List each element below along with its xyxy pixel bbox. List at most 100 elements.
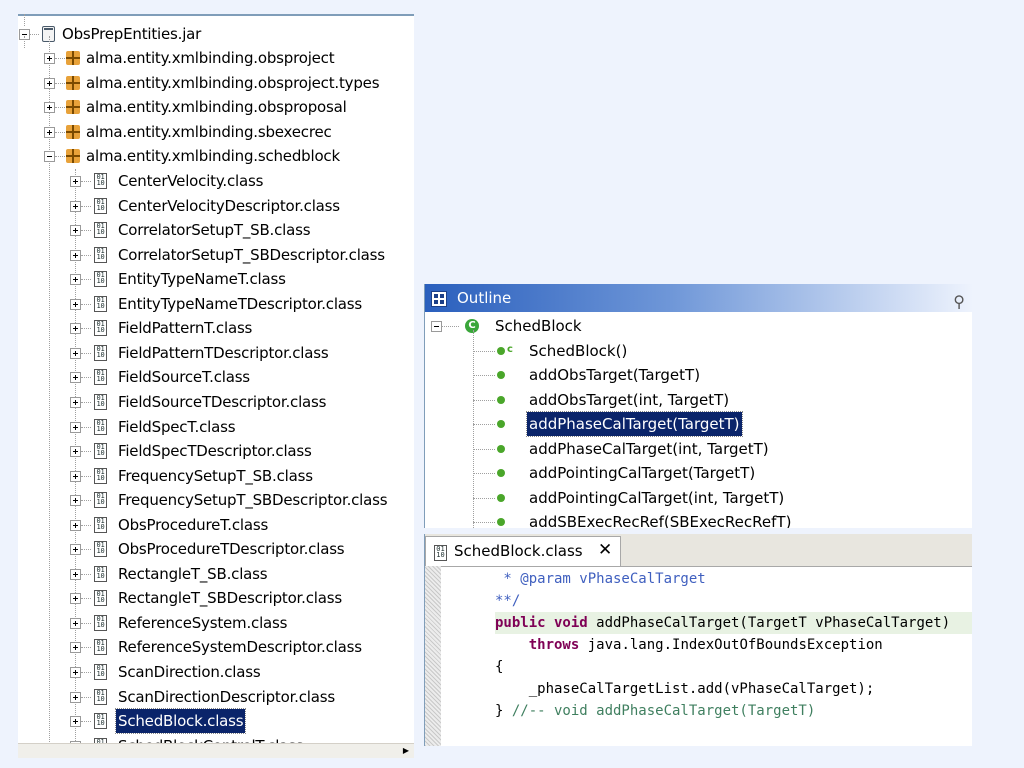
expand-icon[interactable] <box>70 519 81 531</box>
expand-icon[interactable] <box>70 667 81 678</box>
class-label: CorrelatorSetupT_SB.class <box>118 221 311 240</box>
method-icon <box>497 518 505 526</box>
class-label: FieldSourceTDescriptor.class <box>118 392 327 411</box>
expand-icon[interactable] <box>70 617 81 629</box>
package-label: alma.entity.xmlbinding.sbexecrec <box>86 122 332 141</box>
class-label: FieldPatternT.class <box>118 319 253 338</box>
tree-guide-line <box>49 36 50 756</box>
horizontal-scrollbar[interactable]: ▶ <box>18 743 414 758</box>
code-line: { <box>495 659 504 675</box>
package-icon <box>66 149 80 163</box>
method-icon <box>497 444 505 453</box>
expand-icon[interactable] <box>70 470 81 482</box>
expand-icon[interactable] <box>44 126 55 138</box>
expand-icon[interactable] <box>70 568 81 580</box>
code-area[interactable]: * @param vPhaseCalTarget **/ public void… <box>495 568 973 746</box>
scroll-right-icon[interactable]: ▶ <box>402 746 410 755</box>
member-label: addPointingCalTarget(TargetT) <box>529 464 756 482</box>
tree-top-border <box>18 14 414 16</box>
code-line: } //-- void addPhaseCalTarget(TargetT) <box>495 703 816 719</box>
pin-icon[interactable]: ⚲ <box>953 292 965 311</box>
expand-icon[interactable] <box>44 102 55 113</box>
expand-icon[interactable] <box>70 347 81 359</box>
expand-icon[interactable] <box>70 298 81 310</box>
class-label: CenterVelocity.class <box>118 172 264 190</box>
expand-icon[interactable] <box>70 372 81 384</box>
package-label: alma.entity.xmlbinding.obsproject.types <box>86 73 380 92</box>
class-label: ObsProcedureT.class <box>118 515 269 534</box>
class-label: FieldSpecT.class <box>118 417 236 436</box>
method-icon <box>497 493 505 502</box>
tab-label: SchedBlock.class <box>454 542 583 560</box>
editor-gutter <box>425 566 441 746</box>
expand-icon[interactable] <box>70 716 81 728</box>
class-label: ScanDirectionDescriptor.class <box>118 687 335 706</box>
outline-root-label: SchedBlock <box>495 317 582 335</box>
expand-icon[interactable] <box>70 642 81 654</box>
code-line: **/ <box>495 593 521 609</box>
member-label: addObsTarget(int, TargetT) <box>529 390 730 409</box>
expand-icon[interactable] <box>70 495 81 507</box>
expand-icon[interactable] <box>70 249 81 261</box>
package-icon <box>66 51 80 65</box>
class-label: FieldPatternTDescriptor.class <box>118 343 329 362</box>
class-label: FrequencySetupT_SB.class <box>118 466 313 485</box>
package-label: alma.entity.xmlbinding.schedblock <box>86 147 340 165</box>
expand-icon[interactable] <box>70 691 81 703</box>
outline-title-bar[interactable]: Outline ⚲ <box>425 284 973 312</box>
class-label: ObsProcedureTDescriptor.class <box>118 540 345 559</box>
expand-icon[interactable] <box>44 77 55 89</box>
class-label: RectangleT_SBDescriptor.class <box>118 589 342 608</box>
class-label: RectangleT_SB.class <box>118 564 268 583</box>
expand-icon[interactable] <box>70 176 81 187</box>
class-icon: C <box>465 319 479 333</box>
package-explorer-tree: ObsPrepEntities.jar alma.entity.xmlbindi… <box>18 14 414 758</box>
expand-icon[interactable] <box>70 274 81 286</box>
expand-icon[interactable] <box>70 225 81 237</box>
method-icon <box>497 371 505 379</box>
expand-icon[interactable] <box>70 200 81 212</box>
collapse-icon[interactable] <box>44 151 55 162</box>
view-separator <box>424 528 972 534</box>
expand-icon[interactable] <box>70 421 81 433</box>
class-label: EntityTypeNameTDescriptor.class <box>118 294 363 313</box>
class-label: FrequencySetupT_SBDescriptor.class <box>118 491 388 510</box>
close-icon[interactable]: ✕ <box>598 540 613 560</box>
method-icon <box>497 346 505 355</box>
member-label: addSBExecRecRef(SBExecRecRefT) <box>529 513 792 528</box>
package-icon <box>66 100 80 114</box>
member-label: SchedBlock() <box>529 341 628 360</box>
expand-icon[interactable] <box>70 323 81 335</box>
tree-guide-line <box>24 14 25 26</box>
expand-icon[interactable] <box>70 446 81 458</box>
class-label: CorrelatorSetupT_SBDescriptor.class <box>118 245 385 264</box>
method-icon <box>497 395 505 404</box>
expand-icon[interactable] <box>70 544 81 556</box>
member-label: addObsTarget(TargetT) <box>529 366 701 384</box>
expand-icon[interactable] <box>70 396 81 408</box>
code-line: * @param vPhaseCalTarget <box>495 571 706 587</box>
expand-icon[interactable] <box>44 53 55 64</box>
expand-icon[interactable] <box>70 593 81 605</box>
member-label: addPhaseCalTarget(int, TargetT) <box>529 439 769 458</box>
jar-icon <box>42 26 55 42</box>
